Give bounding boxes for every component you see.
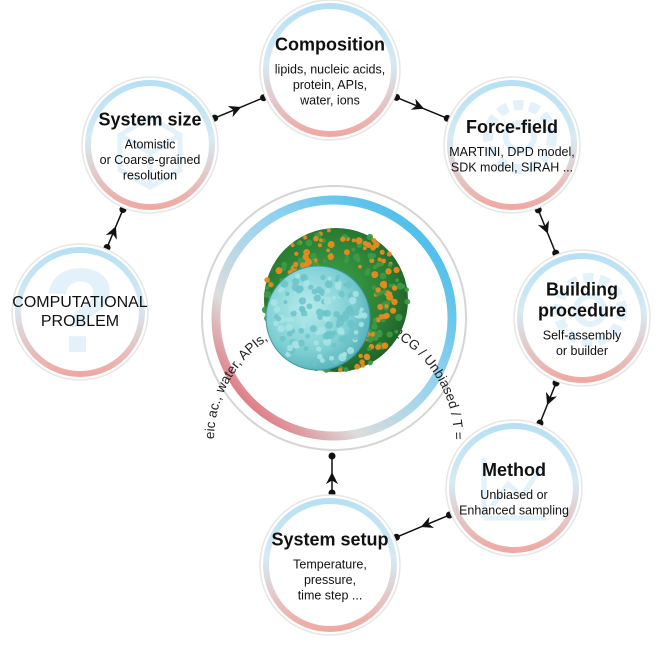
arrow-system-setup-to-center (326, 452, 338, 497)
arrow-method-to-system-setup (392, 511, 453, 541)
node-detail-line: Atomistic (125, 137, 176, 151)
node-detail-line: lipids, nucleic acids, (275, 62, 385, 76)
arrow-building-procedure-to-method (536, 379, 560, 427)
question-mark-watermark: ? (43, 244, 116, 378)
node-title: Composition (275, 34, 385, 54)
node-detail-line: MARTINI, DPD model, (449, 145, 575, 159)
node-detail-line: Temperature, (293, 557, 367, 571)
node-title: System setup (271, 529, 388, 549)
node-detail-line: or builder (556, 344, 608, 358)
node-title: System size (98, 109, 201, 129)
node-title: procedure (538, 301, 626, 321)
node-detail-line: protein, APIs, (293, 78, 367, 92)
workflow-nodes: ?COMPUTATIONAL PROBLEM System sizeAtomisti… (11, 0, 651, 636)
node-detail-line: time step ... (298, 588, 363, 602)
node-detail-line: pressure, (304, 573, 356, 587)
core-texture (270, 273, 368, 367)
node-detail-line: water, ions (299, 93, 360, 107)
arrow-composition-to-force-field (393, 93, 451, 122)
nanoparticle-image (261, 228, 411, 373)
node-detail-line: Self-assembly (543, 329, 622, 343)
node-title: Building (546, 280, 618, 300)
node-composition: Composition lipids, nucleic acids, protein… (259, 0, 401, 141)
svg-text:?: ? (43, 244, 116, 378)
node-title: COMPUTATIONAL (12, 294, 148, 311)
node-detail-line: or Coarse-grained (100, 153, 201, 167)
node-title: PROBLEM (41, 313, 119, 330)
node-title: Force-field (466, 117, 558, 137)
arrow-system-size-to-composition (211, 94, 268, 122)
node-detail-line: SDK model, SIRAH ... (451, 161, 573, 175)
gear-watermark (553, 273, 627, 347)
node-detail-line: resolution (123, 168, 177, 182)
node-detail-line: Unbiased or (480, 488, 547, 502)
arrow-force-field-to-building-procedure (534, 206, 560, 257)
gear-watermark (483, 100, 557, 174)
node-computational-problem: ?COMPUTATIONAL PROBLEM (11, 243, 149, 381)
cube-watermark (117, 114, 183, 190)
node-title: Method (482, 460, 546, 480)
node-detail-line: Enhanced sampling (459, 504, 569, 518)
chart-watermark (481, 458, 546, 521)
